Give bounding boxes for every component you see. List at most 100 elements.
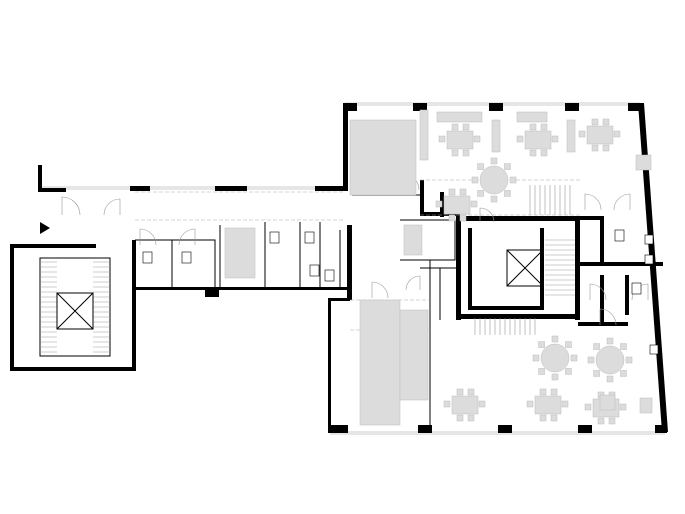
walls [10, 103, 668, 433]
chair-icon [597, 417, 605, 425]
chair-icon [550, 414, 558, 422]
chair-icon [565, 341, 572, 348]
chair-icon [451, 149, 459, 157]
chair-icon [591, 118, 599, 126]
chair-icon [551, 373, 559, 381]
core-elevator [474, 185, 575, 335]
chair-icon [451, 123, 459, 131]
chair-icon [470, 200, 478, 208]
chair-icon [620, 370, 627, 377]
chair-icon [606, 337, 614, 345]
chair-icon [478, 400, 486, 408]
chair-icon [584, 403, 592, 411]
furniture-block [224, 227, 256, 279]
door-swing-icon [479, 207, 495, 223]
toilet-icon [181, 251, 192, 264]
furniture-block [639, 397, 653, 414]
door-swing-icon [371, 281, 389, 299]
door-swing-icon [613, 193, 631, 211]
chair-icon [551, 335, 559, 343]
chair-icon [593, 343, 600, 350]
sink-icon [649, 344, 659, 355]
table-icon [534, 395, 562, 415]
chair-icon [456, 388, 464, 396]
chair-icon [587, 356, 595, 364]
chair-icon [448, 188, 456, 196]
furniture-block [599, 394, 616, 411]
toilet-icon [142, 251, 153, 264]
chair-icon [467, 414, 475, 422]
chair-icon [565, 368, 572, 375]
chair-icon [462, 123, 470, 131]
door-swing-icon [139, 228, 157, 246]
chair-icon [625, 356, 633, 364]
furniture-block [349, 119, 417, 196]
round-table-icon [595, 345, 625, 375]
sink-icon [644, 254, 654, 265]
chair-icon [490, 195, 498, 203]
toilet-icon [309, 264, 320, 277]
chair-icon [490, 157, 498, 165]
chair-icon [539, 388, 547, 396]
chair-icon [613, 130, 621, 138]
chair-icon [467, 388, 475, 396]
chair-icon [540, 123, 548, 131]
furniture-block [359, 299, 401, 426]
chair-icon [551, 135, 559, 143]
chair-icon [538, 341, 545, 348]
chair-icon [540, 149, 548, 157]
chair-icon [516, 135, 524, 143]
chair-icon [473, 135, 481, 143]
furniture-block [566, 119, 576, 153]
chair-icon [561, 400, 569, 408]
chair-icon [538, 368, 545, 375]
chair-icon [435, 200, 443, 208]
chair-icon [529, 149, 537, 157]
table-icon [446, 130, 474, 150]
chair-icon [529, 123, 537, 131]
chair-icon [606, 375, 614, 383]
furniture-block [516, 111, 548, 123]
sink-icon [644, 234, 654, 245]
elevator-icon [506, 249, 544, 287]
door-swing-icon [178, 228, 196, 246]
furniture [142, 109, 659, 426]
toilet-icon [324, 269, 335, 282]
furniture-block [403, 224, 423, 256]
furniture-block [419, 109, 429, 161]
chair-icon [602, 118, 610, 126]
door-swing-icon [584, 193, 602, 211]
chair-icon [608, 417, 616, 425]
toilet-icon [631, 282, 642, 295]
chair-icon [448, 214, 456, 222]
table-icon [524, 130, 552, 150]
door-swing-icon [61, 196, 81, 216]
chair-icon [620, 343, 627, 350]
toilet-icon [614, 229, 625, 242]
entrance-arrow-icon [40, 222, 50, 234]
chair-icon [471, 176, 479, 184]
chair-icon [526, 400, 534, 408]
door-swing-icon [599, 308, 617, 326]
door-swing-icon [405, 275, 421, 291]
chair-icon [477, 163, 484, 170]
chair-icon [578, 130, 586, 138]
elevator-icon [56, 292, 94, 330]
chair-icon [619, 403, 627, 411]
furniture-block [491, 119, 501, 153]
chair-icon [504, 190, 511, 197]
chair-icon [570, 354, 578, 362]
chair-icon [456, 414, 464, 422]
chair-icon [462, 149, 470, 157]
chair-icon [591, 144, 599, 152]
door-swing-icon [589, 283, 607, 301]
round-table-icon [540, 343, 570, 373]
furniture-block [436, 111, 483, 123]
table-icon [586, 125, 614, 145]
chair-icon [438, 135, 446, 143]
furniture-block [635, 154, 652, 171]
chair-icon [459, 214, 467, 222]
toilet-icon [304, 231, 315, 244]
door-swing-icon [103, 198, 121, 216]
